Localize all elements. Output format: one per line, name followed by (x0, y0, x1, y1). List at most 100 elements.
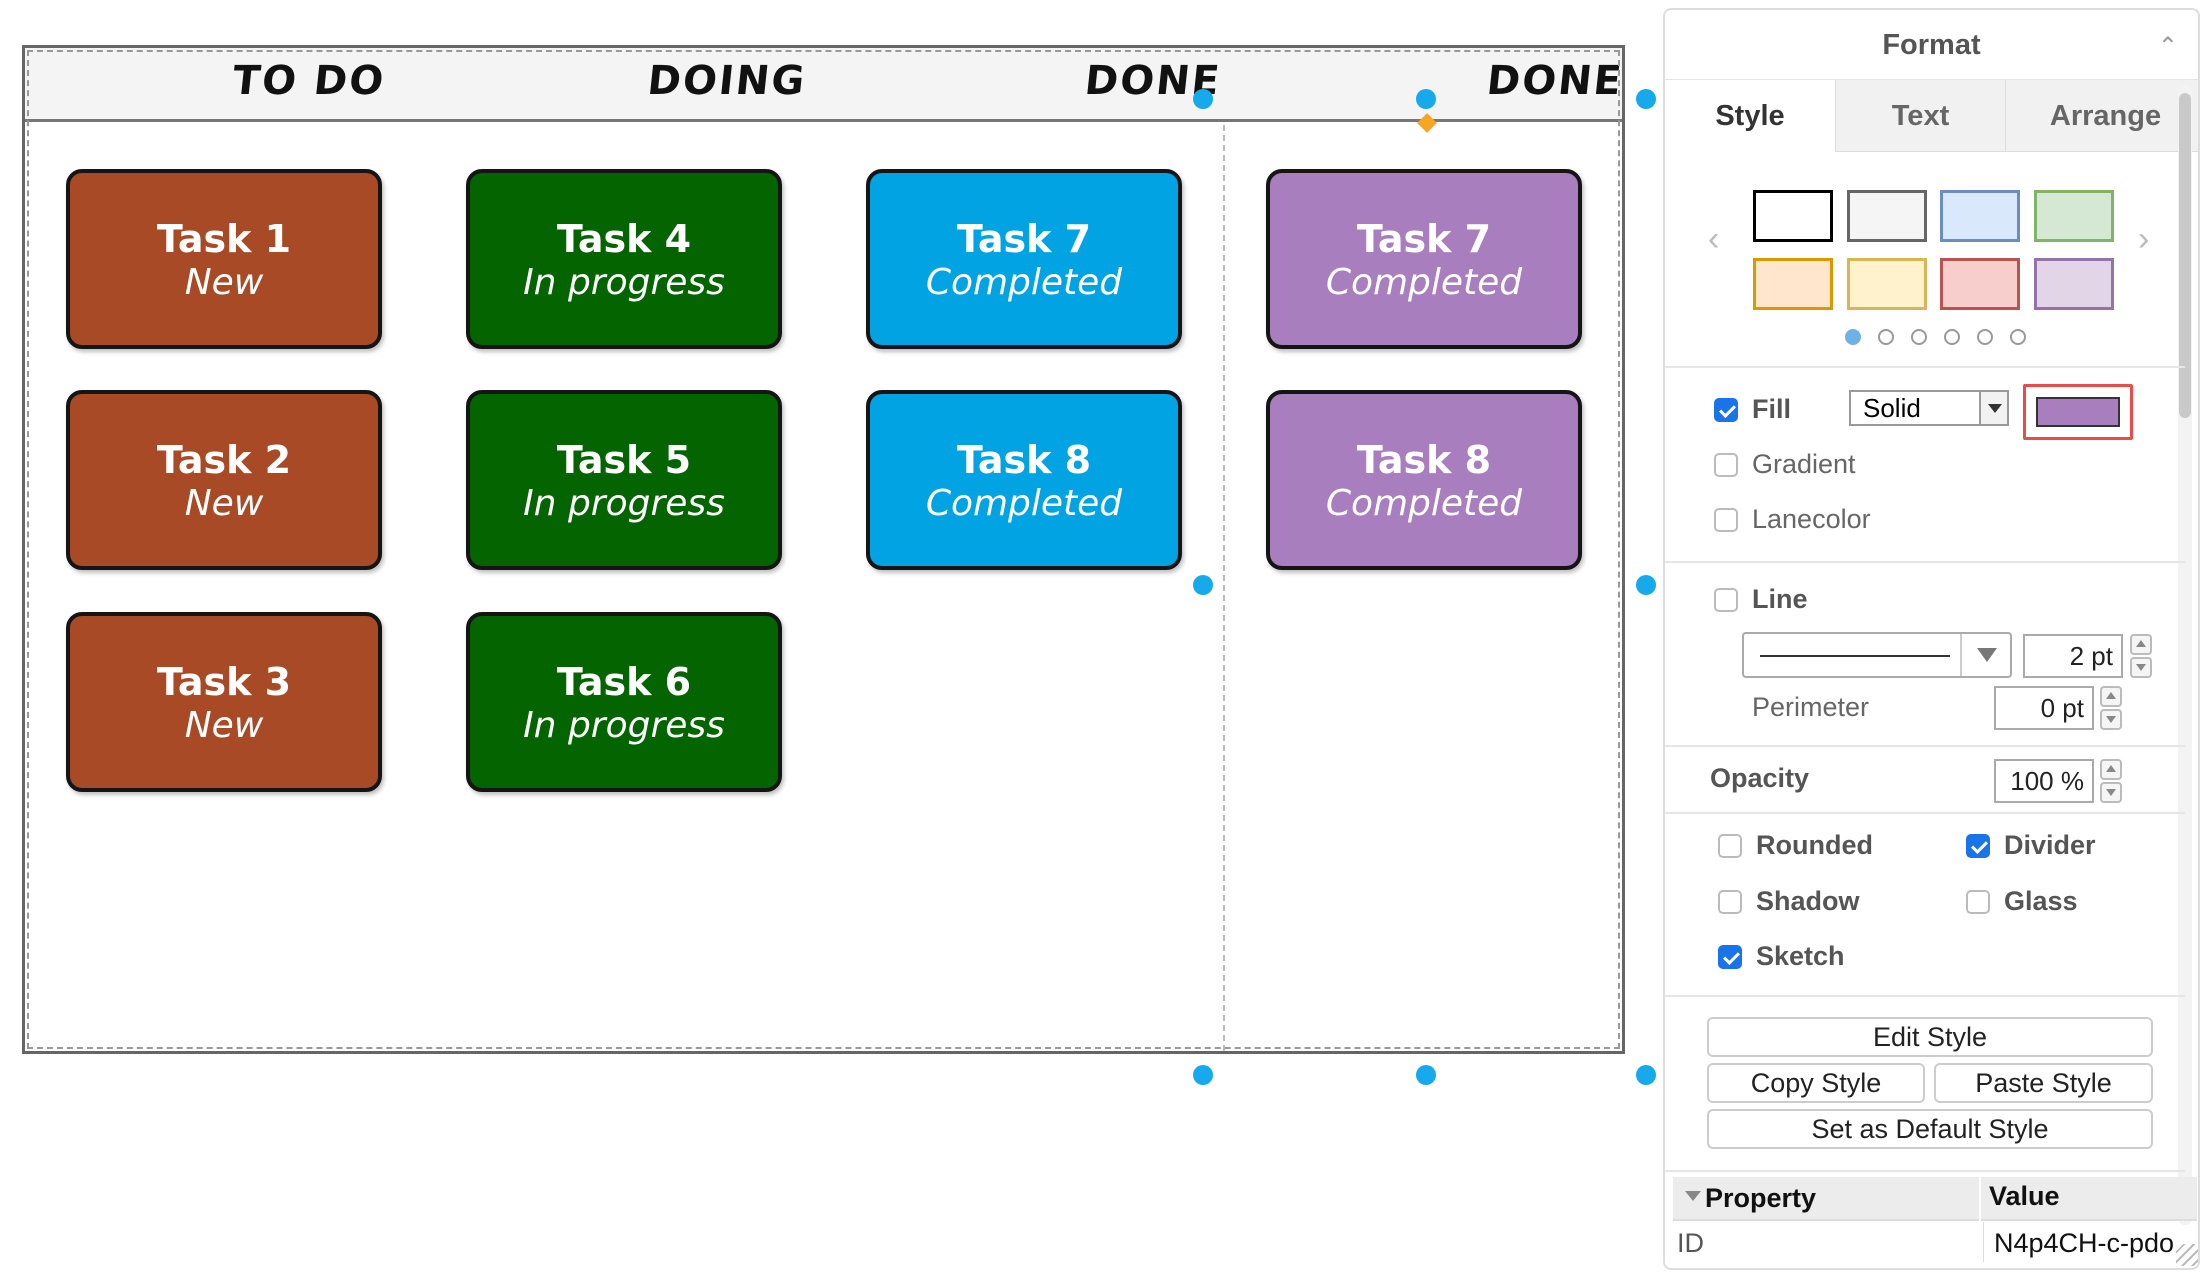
task-card[interactable]: Task 8 Completed (866, 390, 1182, 570)
board-header: TO DO DOING DONE DONE (25, 48, 1625, 122)
task-card[interactable]: Task 7 Completed (866, 169, 1182, 349)
stepper-down-icon[interactable] (2100, 709, 2122, 730)
divider-checkbox[interactable] (1966, 834, 1990, 858)
resize-handle[interactable] (1193, 575, 1213, 595)
task-card[interactable]: Task 1 New (66, 169, 382, 349)
page-dot[interactable] (2010, 329, 2026, 345)
copy-style-button[interactable]: Copy Style (1707, 1063, 1925, 1103)
scrollbar-thumb[interactable] (2179, 93, 2191, 418)
property-table-header: Property Value (1673, 1177, 2197, 1221)
resize-handle[interactable] (1636, 89, 1656, 109)
task-card[interactable]: Task 8 Completed (1266, 390, 1582, 570)
perimeter-stepper[interactable] (2100, 686, 2122, 730)
task-status: Completed (1325, 262, 1523, 303)
style-swatch[interactable] (1847, 190, 1927, 242)
glass-label: Glass (2004, 886, 2078, 916)
page-dot[interactable] (1878, 329, 1894, 345)
paste-style-button[interactable]: Paste Style (1934, 1063, 2153, 1103)
edit-style-button[interactable]: Edit Style (1707, 1017, 2153, 1057)
stepper-up-icon[interactable] (2100, 759, 2122, 780)
shadow-label: Shadow (1756, 886, 1860, 916)
task-card[interactable]: Task 4 In progress (466, 169, 782, 349)
opacity-input[interactable]: 100 % (1994, 759, 2094, 803)
stepper-down-icon[interactable] (2130, 657, 2152, 678)
line-width-input[interactable]: 2 pt (2023, 634, 2123, 678)
opacity-stepper[interactable] (2100, 759, 2122, 803)
style-swatch[interactable] (1847, 258, 1927, 310)
collapse-triangle-icon[interactable] (1685, 1191, 1701, 1201)
page-dot[interactable] (1977, 329, 1993, 345)
page-dot[interactable] (1911, 329, 1927, 345)
tab-text[interactable]: Text (1835, 80, 2005, 152)
glass-checkbox[interactable] (1966, 890, 1990, 914)
lanecolor-label: Lanecolor (1752, 504, 1871, 534)
column-title-todo[interactable]: TO DO (230, 58, 388, 104)
task-card[interactable]: Task 7 Completed (1266, 169, 1582, 349)
kanban-board[interactable]: TO DO DOING DONE DONE Task 1 New Task 2 … (22, 45, 1625, 1054)
gradient-checkbox[interactable] (1714, 453, 1738, 477)
style-swatch[interactable] (1753, 190, 1833, 242)
value-column-header[interactable]: Value (1989, 1181, 2060, 1211)
task-title: Task 6 (556, 660, 692, 704)
task-card[interactable]: Task 6 In progress (466, 612, 782, 792)
property-value[interactable]: N4p4CH-c-pdo (1994, 1228, 2175, 1258)
column-title-done[interactable]: DONE (1082, 58, 1224, 104)
line-pattern-preview (1760, 655, 1950, 657)
stepper-down-icon[interactable] (2100, 782, 2122, 803)
fill-color-button[interactable] (2023, 384, 2133, 440)
style-swatch[interactable] (2034, 258, 2114, 310)
fill-checkbox[interactable] (1714, 398, 1738, 422)
lanecolor-checkbox[interactable] (1714, 508, 1738, 532)
resize-handle[interactable] (1416, 1065, 1436, 1085)
task-status: Completed (1325, 483, 1523, 524)
page-dot[interactable] (1845, 329, 1861, 345)
resize-handle[interactable] (1193, 1065, 1213, 1085)
shadow-checkbox[interactable] (1718, 890, 1742, 914)
collapse-chevron-icon[interactable]: ⌃ (2157, 33, 2178, 60)
task-status: Completed (925, 262, 1123, 303)
section-divider (1665, 1170, 2185, 1172)
property-column-header[interactable]: Property (1705, 1183, 1817, 1213)
fill-label: Fill (1752, 394, 1791, 424)
task-title: Task 3 (156, 660, 292, 704)
line-label: Line (1752, 584, 1808, 614)
stepper-up-icon[interactable] (2130, 634, 2152, 655)
task-status: In progress (523, 705, 725, 746)
panel-scrollbar[interactable] (2178, 85, 2192, 1225)
task-title: Task 7 (956, 217, 1092, 261)
rounded-checkbox[interactable] (1718, 834, 1742, 858)
perimeter-input[interactable]: 0 pt (1994, 686, 2094, 730)
style-swatch[interactable] (2034, 190, 2114, 242)
task-card[interactable]: Task 3 New (66, 612, 382, 792)
chevron-right-icon[interactable]: › (2138, 220, 2150, 258)
line-pattern-select[interactable] (1742, 632, 2012, 678)
chevron-left-icon[interactable]: ‹ (1708, 220, 1720, 258)
resize-handle[interactable] (1416, 89, 1436, 109)
column-title-doing[interactable]: DOING (645, 58, 809, 104)
line-width-stepper[interactable] (2130, 634, 2152, 678)
fill-color-swatch (2036, 397, 2120, 427)
stepper-up-icon[interactable] (2100, 686, 2122, 707)
divider-label: Divider (2004, 830, 2096, 860)
resize-grip-icon[interactable] (2176, 1244, 2198, 1266)
task-status: New (184, 705, 264, 746)
task-card[interactable]: Task 5 In progress (466, 390, 782, 570)
style-swatch[interactable] (1940, 190, 2020, 242)
resize-handle[interactable] (1193, 89, 1213, 109)
resize-handle[interactable] (1636, 575, 1656, 595)
section-divider (1665, 561, 2185, 563)
sketch-checkbox[interactable] (1718, 945, 1742, 969)
resize-handle[interactable] (1636, 1065, 1656, 1085)
style-swatch[interactable] (1940, 258, 2020, 310)
page-dot[interactable] (1944, 329, 1960, 345)
style-swatch[interactable] (1753, 258, 1833, 310)
tab-style[interactable]: Style (1665, 80, 1835, 152)
line-checkbox[interactable] (1714, 588, 1738, 612)
tab-arrange[interactable]: Arrange (2005, 80, 2198, 152)
sketch-label: Sketch (1756, 941, 1845, 971)
section-divider (1665, 995, 2185, 997)
task-title: Task 5 (556, 438, 692, 482)
set-default-style-button[interactable]: Set as Default Style (1707, 1109, 2153, 1149)
task-card[interactable]: Task 2 New (66, 390, 382, 570)
fill-type-select[interactable]: Solid (1849, 390, 2009, 426)
